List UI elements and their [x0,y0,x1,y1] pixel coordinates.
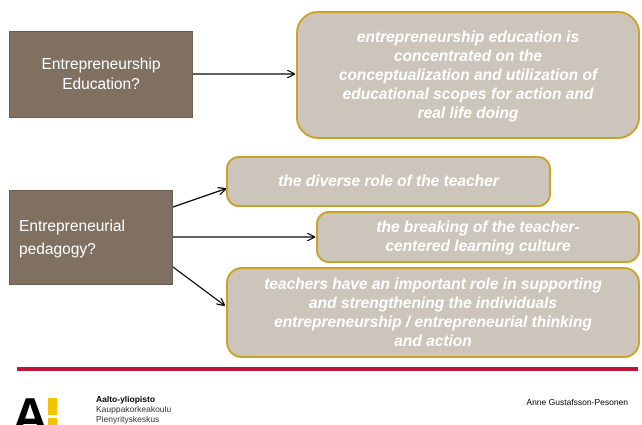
statement-line: the breaking of the teacher- [376,219,580,236]
statement-line: entrepreneurship education is [356,28,580,46]
divider-rule [17,367,638,371]
statement-line: concentrated on the [393,47,543,65]
statement-teachers-important-role: teachers have an important role in suppo… [226,267,640,358]
institution-line: Pienyrityskeskus [96,414,160,424]
concept-label-line: Entrepreneurship [41,55,161,73]
statement-line: and strengthening the individuals [308,294,557,312]
statement-line: teachers have an important role in suppo… [264,275,602,293]
concept-label-line: Entrepreneurial [19,217,125,235]
statement-teacher-role: the diverse role of the teacher [226,156,551,207]
concept-label-line: Education? [62,75,140,93]
concept-box-entrepreneurial-pedagogy: Entrepreneurial pedagogy? [9,190,173,285]
concept-box-entrepreneurship-education: Entrepreneurship Education? [9,31,193,118]
statement-breaking-culture: the breaking of the teacher- centered le… [316,211,640,263]
institution-name: Aalto-yliopisto Kauppakorkeakoulu Pienyr… [96,394,171,424]
statement-line: and action [394,332,472,350]
statement-line: educational scopes for action and [342,85,594,103]
statement-line: conceptualization and utilization of [338,66,598,84]
statement-line: entrepreneurship / entrepreneurial think… [274,313,592,331]
institution-line: Kauppakorkeakoulu [96,404,172,414]
arrow-pedagogy-to-teachers [172,266,224,305]
aalto-logo-exclamation-icon [48,398,57,425]
arrow-pedagogy-to-role [172,189,225,208]
statement-line: centered learning culture [385,238,571,255]
author-name: Anne Gustafsson-Pesonen [526,397,628,407]
statement-line: the diverse role of the teacher [278,173,499,190]
statement-education-definition: entrepreneurship education is concentrat… [296,11,640,139]
aalto-logo: A [12,394,80,425]
institution-line: Aalto-yliopisto [96,394,156,404]
statement-line: real life doing [417,104,519,122]
concept-label-line: pedagogy? [19,240,96,258]
aalto-logo-letter: A [12,394,49,425]
